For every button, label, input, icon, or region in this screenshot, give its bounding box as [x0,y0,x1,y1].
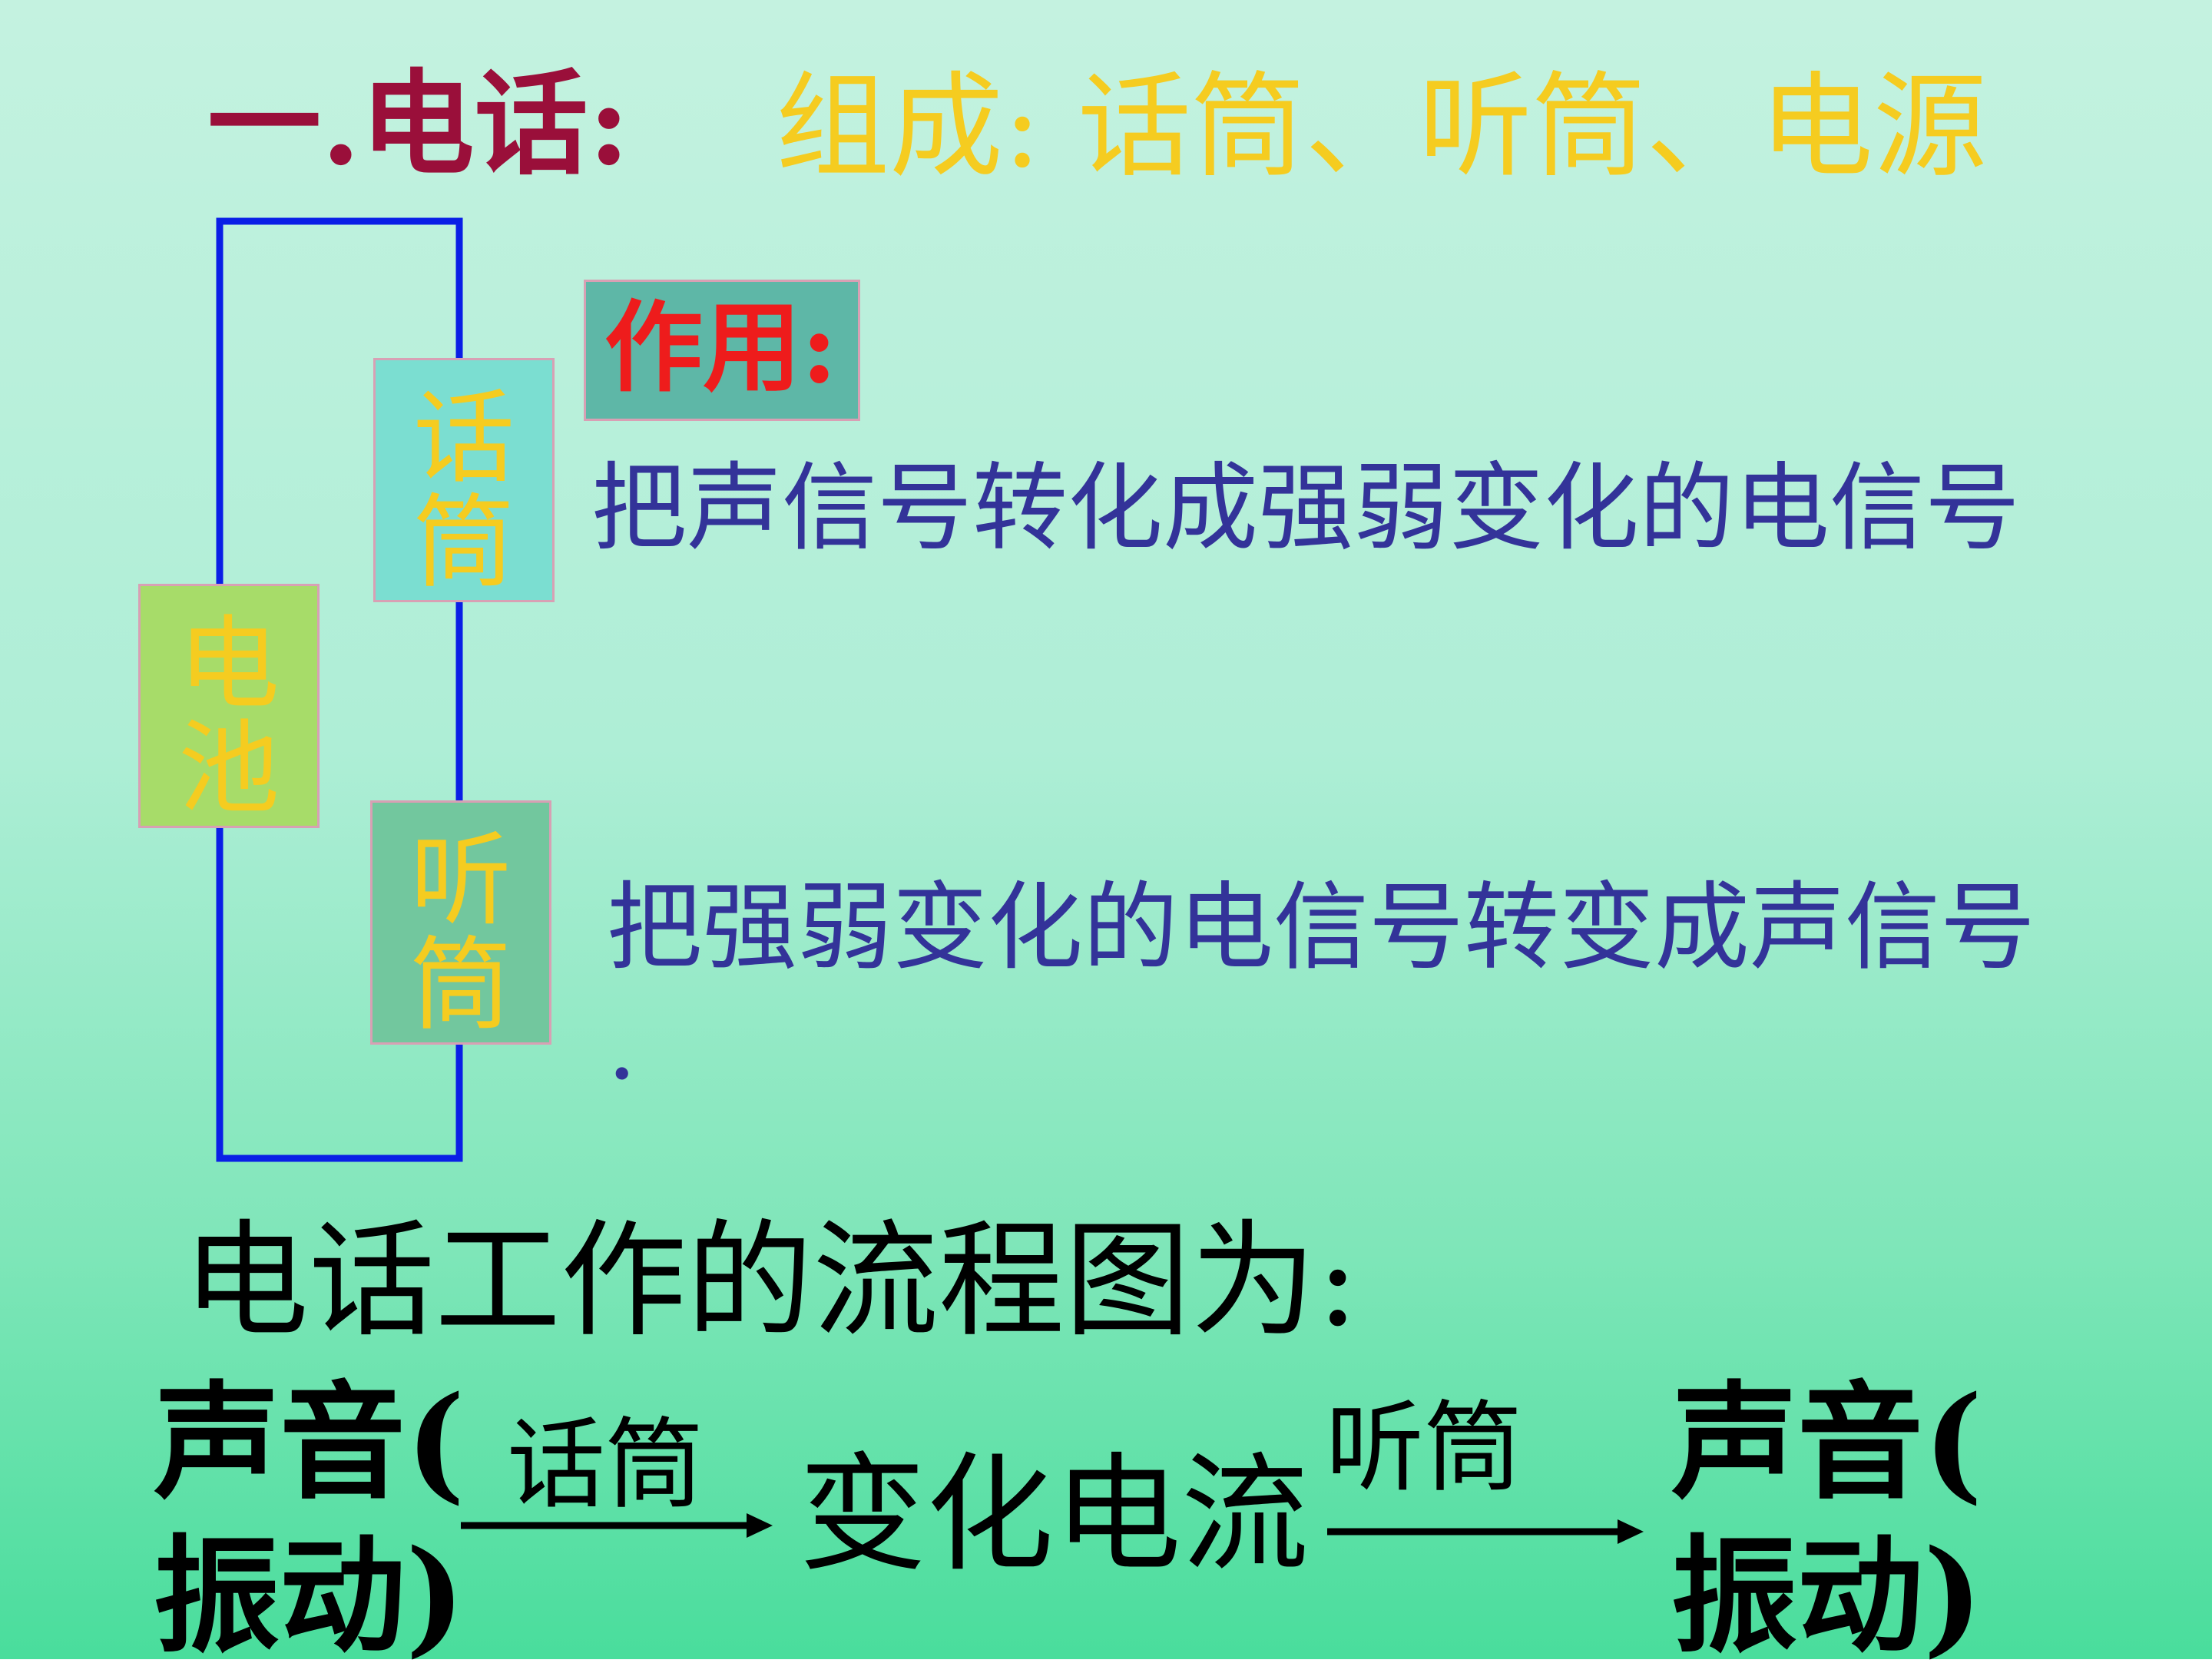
receiver-box: 听 筒 [370,800,551,1045]
flow-source-line-2: 振动) [154,1522,465,1671]
receiver-label-1: 听 [410,822,512,940]
battery-label-1: 电 [178,605,280,724]
battery-box: 电 池 [138,584,320,828]
flow-middle: 变化电流 [799,1441,1309,1589]
role-label: 作用: [604,290,838,406]
lesson-title: 一.电话: [207,57,631,190]
microphone-label-2: 筒 [413,484,515,602]
composition-text: 组成: 话筒、听筒、电源 [776,61,1987,193]
battery-label-2: 池 [178,710,280,828]
flow-source: 声音( 振动) [154,1366,465,1673]
receiver-description-end: . [607,991,637,1102]
flow-target-line-1: 声音( [1671,1368,1983,1516]
flow-title: 电话工作的流程图为: [183,1208,1359,1354]
flow-arrow-1 [461,1513,773,1538]
role-box: 作用: [584,280,860,421]
flow-arrow-2 [1327,1519,1644,1544]
flow-arrow-1-label: 话筒 [507,1408,704,1522]
flow-arrow-2-label: 听筒 [1326,1391,1523,1506]
receiver-label-2: 筒 [410,926,512,1045]
microphone-description: 把声信号转化成强弱变化的电信号 [591,453,2021,564]
microphone-label-1: 话 [413,379,515,498]
flow-target: 声音( 振动) [1671,1366,1983,1673]
microphone-box: 话 筒 [373,358,555,602]
flow-source-line-1: 声音( [154,1368,465,1516]
flow-target-line-2: 振动) [1671,1522,1983,1671]
receiver-description: 把强弱变化的电信号转变成声信号 [607,873,2036,983]
